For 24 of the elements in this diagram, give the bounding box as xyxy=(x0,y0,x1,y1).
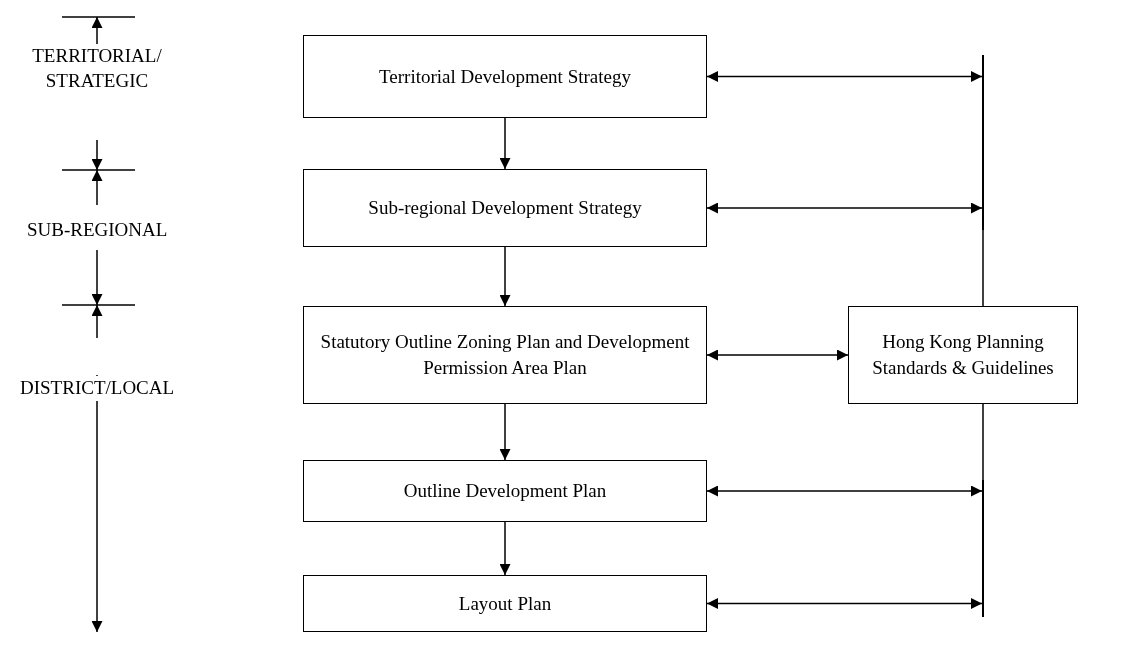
process-box xyxy=(303,35,707,118)
arrow xyxy=(499,246,511,307)
box-text: Statutory Outline Zoning Plan and Development Permission Area Plan xyxy=(319,330,691,380)
arrow xyxy=(499,117,511,170)
double-arrow xyxy=(706,598,983,609)
process-box xyxy=(848,306,1078,404)
box-text: Hong Kong Planning Standards & Guidelines xyxy=(871,330,1055,380)
process-box xyxy=(303,460,707,522)
process-box xyxy=(303,169,707,247)
double-arrow xyxy=(706,202,983,214)
box-text: Sub-regional Development Strategy xyxy=(367,196,643,221)
arrow xyxy=(499,403,511,461)
double-arrow xyxy=(706,485,983,497)
double-arrow xyxy=(706,349,849,361)
level-label: DISTRICT/LOCAL xyxy=(20,376,175,401)
connector-line xyxy=(982,229,984,307)
process-box xyxy=(303,575,707,632)
box-text: Territorial Development Strategy xyxy=(378,64,632,89)
process-box xyxy=(303,306,707,404)
connector-line xyxy=(982,403,984,481)
box-text: Outline Development Plan xyxy=(402,479,608,504)
box-text: Layout Plan xyxy=(457,591,553,616)
arrow xyxy=(499,521,511,576)
double-arrow xyxy=(706,71,983,82)
